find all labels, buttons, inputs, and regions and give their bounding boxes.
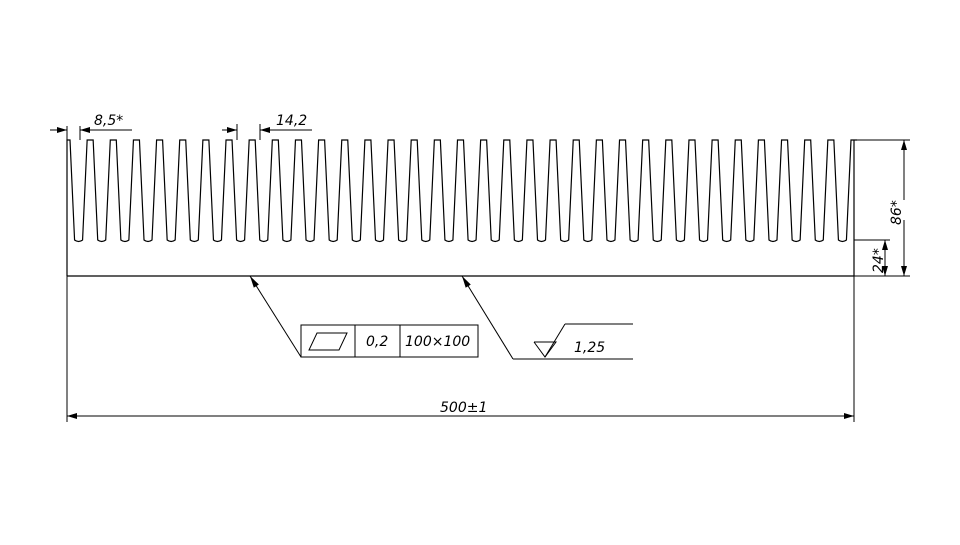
surface-roughness-callout: 1,25 bbox=[461, 275, 633, 360]
fin-width-dimension: 8,5* bbox=[50, 113, 132, 140]
heatsink-profile bbox=[66, 139, 857, 276]
length-dimension: 500±1 bbox=[66, 276, 855, 422]
base-thickness-dimension: 24* bbox=[854, 239, 890, 276]
flatness-icon bbox=[308, 332, 348, 351]
fin-width-label: 8,5* bbox=[94, 113, 123, 129]
length-label: 500±1 bbox=[440, 400, 487, 416]
fin-pitch-label: 14,2 bbox=[276, 113, 307, 129]
height-dimension: 86* bbox=[854, 139, 910, 277]
roughness-triangle-icon bbox=[533, 341, 557, 358]
flatness-area: 100×100 bbox=[405, 334, 470, 350]
fin-pitch-dimension: 14,2 bbox=[222, 113, 312, 140]
flatness-tolerance-callout: 0,2 100×100 bbox=[249, 275, 479, 358]
tolerance-frame bbox=[300, 324, 479, 358]
base-thickness-label: 24* bbox=[871, 248, 887, 273]
height-label: 86* bbox=[889, 200, 905, 225]
flatness-value: 0,2 bbox=[366, 334, 388, 350]
roughness-value: 1,25 bbox=[574, 340, 605, 356]
